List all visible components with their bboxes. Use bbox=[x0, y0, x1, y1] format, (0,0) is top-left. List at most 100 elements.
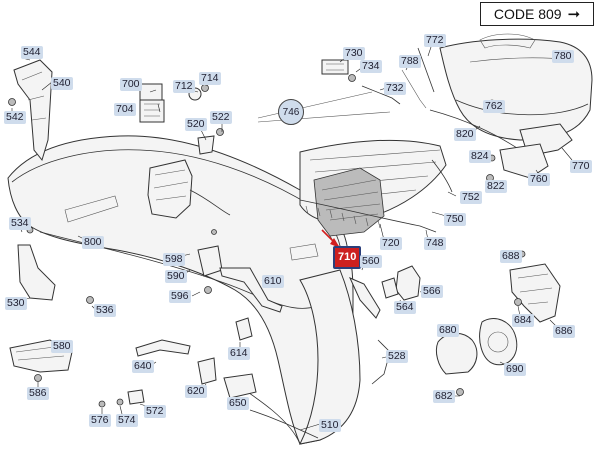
panel-760-shape bbox=[499, 143, 549, 179]
callout-586[interactable]: 586 bbox=[27, 387, 49, 400]
strip-528-shape bbox=[371, 339, 391, 385]
callout-780[interactable]: 780 bbox=[552, 50, 574, 63]
bracket-620-shape bbox=[197, 357, 217, 385]
reflector-566-shape bbox=[395, 265, 421, 301]
bumper-tailpipe-cutout bbox=[289, 243, 319, 261]
strip-610-shape bbox=[219, 267, 283, 313]
clip-734-shape bbox=[348, 74, 356, 82]
callout-712[interactable]: 712 bbox=[173, 80, 195, 93]
callout-770[interactable]: 770 bbox=[570, 160, 592, 173]
module-700-shape bbox=[139, 83, 163, 101]
callout-710-highlighted[interactable]: 710 bbox=[333, 246, 362, 269]
grille-720-shape bbox=[313, 167, 385, 237]
bracket-650-shape bbox=[223, 373, 257, 399]
callout-686[interactable]: 686 bbox=[553, 325, 575, 338]
callout-534[interactable]: 534 bbox=[9, 217, 31, 230]
callout-714[interactable]: 714 bbox=[199, 72, 221, 85]
holder-520-shape bbox=[197, 135, 215, 155]
code-badge: CODE 809 ➞ bbox=[480, 2, 594, 26]
callout-542[interactable]: 542 bbox=[4, 111, 26, 124]
code-text: CODE 809 bbox=[493, 6, 562, 22]
callout-682[interactable]: 682 bbox=[433, 390, 455, 403]
lamp-690-shape bbox=[479, 318, 518, 366]
highlight-arrowhead bbox=[330, 238, 340, 248]
callout-574[interactable]: 574 bbox=[116, 414, 138, 427]
callout-610[interactable]: 610 bbox=[262, 275, 284, 288]
nut-536-shape bbox=[86, 296, 94, 304]
callout-730[interactable]: 730 bbox=[343, 47, 365, 60]
callout-734[interactable]: 734 bbox=[360, 60, 382, 73]
strip-732-shape bbox=[361, 85, 401, 105]
callout-704[interactable]: 704 bbox=[114, 103, 136, 116]
module-704-shape bbox=[139, 99, 165, 123]
callout-560[interactable]: 560 bbox=[360, 255, 382, 268]
callout-772[interactable]: 772 bbox=[424, 34, 446, 47]
callout-760[interactable]: 760 bbox=[528, 173, 550, 186]
strip-772-shape bbox=[417, 47, 435, 93]
callout-788[interactable]: 788 bbox=[399, 55, 421, 68]
clip-614-shape bbox=[235, 317, 253, 341]
callout-566[interactable]: 566 bbox=[421, 285, 443, 298]
callout-800[interactable]: 800 bbox=[82, 236, 104, 249]
callout-746[interactable]: 746 bbox=[278, 99, 304, 125]
callout-596[interactable]: 596 bbox=[169, 290, 191, 303]
diffuser-780-shape bbox=[439, 38, 593, 141]
callout-680[interactable]: 680 bbox=[437, 324, 459, 337]
callout-576[interactable]: 576 bbox=[89, 414, 111, 427]
callout-528[interactable]: 528 bbox=[386, 350, 408, 363]
callout-590[interactable]: 590 bbox=[165, 270, 187, 283]
callout-690[interactable]: 690 bbox=[504, 363, 526, 376]
clip-522-shape bbox=[216, 128, 224, 136]
callout-688[interactable]: 688 bbox=[500, 250, 522, 263]
callout-732[interactable]: 732 bbox=[384, 82, 406, 95]
callout-620[interactable]: 620 bbox=[185, 385, 207, 398]
callout-530[interactable]: 530 bbox=[5, 297, 27, 310]
callout-540[interactable]: 540 bbox=[51, 77, 73, 90]
callout-752[interactable]: 752 bbox=[460, 191, 482, 204]
callout-598[interactable]: 598 bbox=[163, 253, 185, 266]
screw-542-shape bbox=[8, 98, 16, 106]
callout-510[interactable]: 510 bbox=[319, 419, 341, 432]
side-bracket-shape bbox=[13, 59, 53, 162]
reflector-564-shape bbox=[381, 277, 399, 299]
rail-788-shape bbox=[401, 69, 427, 109]
callout-700[interactable]: 700 bbox=[120, 78, 142, 91]
callout-520[interactable]: 520 bbox=[185, 118, 207, 131]
callout-824[interactable]: 824 bbox=[469, 150, 491, 163]
callout-522[interactable]: 522 bbox=[210, 111, 232, 124]
screw-574-shape bbox=[116, 398, 124, 406]
harness-unit-shape bbox=[147, 159, 193, 219]
lower-panel-510-shape bbox=[249, 409, 319, 439]
callout-684[interactable]: 684 bbox=[512, 314, 534, 327]
callout-572[interactable]: 572 bbox=[144, 405, 166, 418]
callout-640[interactable]: 640 bbox=[132, 360, 154, 373]
callout-580[interactable]: 580 bbox=[51, 340, 73, 353]
callout-564[interactable]: 564 bbox=[394, 301, 416, 314]
callout-720[interactable]: 720 bbox=[380, 237, 402, 250]
callout-822[interactable]: 822 bbox=[485, 180, 507, 193]
clip-714-shape bbox=[201, 84, 209, 92]
callout-762[interactable]: 762 bbox=[483, 100, 505, 113]
strip-640-shape bbox=[135, 339, 191, 357]
part-730-shape bbox=[321, 59, 349, 75]
clip-598-shape bbox=[211, 229, 217, 235]
callout-614[interactable]: 614 bbox=[228, 347, 250, 360]
lamp-680-shape bbox=[435, 333, 478, 375]
callout-544[interactable]: 544 bbox=[21, 46, 43, 59]
callout-536[interactable]: 536 bbox=[94, 304, 116, 317]
screw-596-shape bbox=[204, 286, 212, 294]
tailpipe-cutout-780 bbox=[479, 33, 536, 49]
holder-572-shape bbox=[127, 389, 145, 405]
insert-752-shape bbox=[431, 159, 453, 193]
callout-750[interactable]: 750 bbox=[444, 213, 466, 226]
clip-586-shape bbox=[34, 374, 42, 382]
bracket-686-shape bbox=[509, 263, 561, 323]
callout-748[interactable]: 748 bbox=[424, 237, 446, 250]
callout-650[interactable]: 650 bbox=[227, 397, 249, 410]
clip-684-shape bbox=[514, 298, 522, 306]
callout-820[interactable]: 820 bbox=[454, 128, 476, 141]
arrow-right-icon: ➞ bbox=[567, 6, 581, 23]
screw-682-shape bbox=[456, 388, 464, 396]
